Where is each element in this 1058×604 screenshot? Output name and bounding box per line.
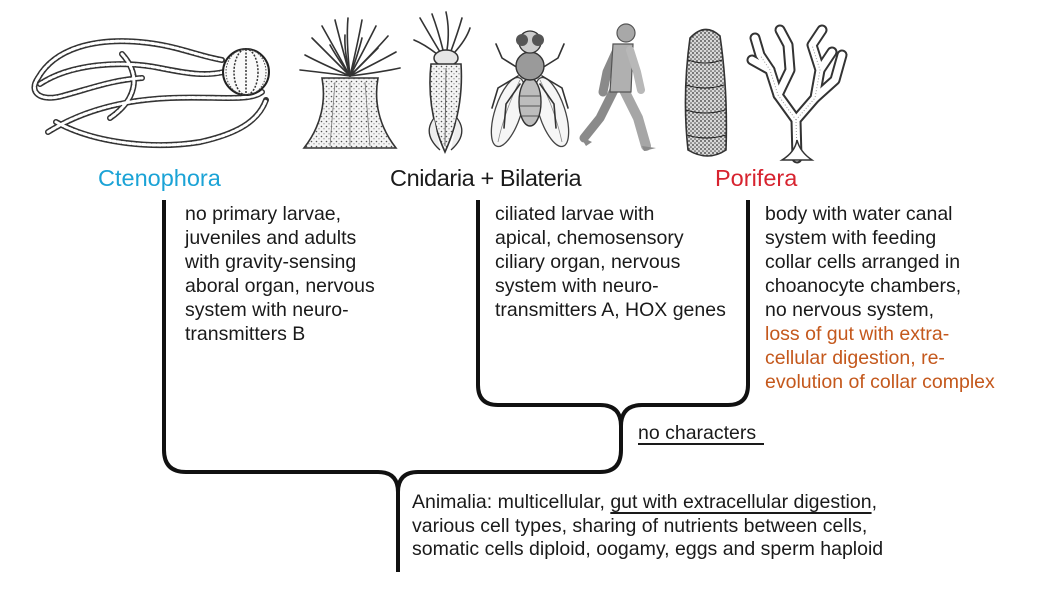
character-line: no primary larvae, — [185, 203, 342, 225]
cnidaria-bilateria-branch — [476, 200, 623, 427]
taxon-label-porifera: Porifera — [715, 165, 798, 191]
ctenophora-branch — [162, 200, 400, 493]
animalia-line-1-suffix: , — [871, 491, 877, 513]
taxon-label-ctenophora: Ctenophora — [98, 165, 221, 191]
fly-icon — [490, 30, 570, 148]
character-line: body with water canal — [765, 203, 953, 225]
taxon-label-cnidaria-bilateria: Cnidaria + Bilateria — [390, 165, 582, 191]
sister-group-stem — [396, 424, 623, 493]
animalia-characters: Animalia: multicellular, gut with extrac… — [412, 491, 883, 562]
character-line: with gravity-sensing — [185, 251, 357, 273]
character-line: ciliary organ, nervous — [495, 251, 681, 273]
animalia-line-1: Animalia: multicellular, gut with extrac… — [412, 491, 883, 515]
character-line: aboral organ, nervous — [185, 275, 375, 297]
ctenophora-characters: no primary larvae, juveniles and adults … — [185, 202, 375, 346]
character-line: ciliated larvae with — [495, 203, 655, 225]
animalia-line-1-prefix: Animalia: multicellular, — [412, 491, 611, 513]
animalia-underlined-character: gut with extracellular digestion — [610, 491, 872, 513]
character-line: system with neuro- — [495, 275, 659, 297]
character-line: apical, chemosensory — [495, 227, 684, 249]
character-line: juveniles and adults — [185, 227, 357, 249]
cnidaria-bilateria-characters: ciliated larvae with apical, chemosensor… — [495, 202, 726, 322]
character-line: choanocyte chambers, — [765, 275, 962, 297]
derived-character-line: evolution of collar complex — [765, 371, 995, 393]
character-line: no nervous system, — [765, 299, 935, 321]
branching-sponge-icon — [746, 24, 848, 164]
squid-icon — [413, 11, 471, 154]
ctenophore-icon — [31, 38, 270, 149]
animalia-line-3: somatic cells diploid, oogamy, eggs and … — [412, 538, 884, 560]
character-line: collar cells arranged in — [765, 251, 961, 273]
character-line: transmitters A, HOX genes — [495, 299, 726, 321]
derived-character-line: loss of gut with extra- — [765, 323, 950, 345]
porifera-characters: body with water canal system with feedin… — [765, 202, 995, 394]
character-line: transmitters B — [185, 323, 306, 345]
human-icon — [579, 23, 656, 151]
tubular-sponge-icon — [684, 28, 728, 157]
porifera-branch — [619, 200, 750, 427]
derived-character-line: cellular digestion, re- — [765, 347, 945, 369]
character-line: system with neuro- — [185, 299, 349, 321]
character-line: system with feeding — [765, 227, 937, 249]
sea-anemone-icon — [299, 17, 401, 149]
animalia-line-2: various cell types, sharing of nutrients… — [412, 514, 868, 537]
sister-group-characters: no characters — [638, 421, 765, 445]
